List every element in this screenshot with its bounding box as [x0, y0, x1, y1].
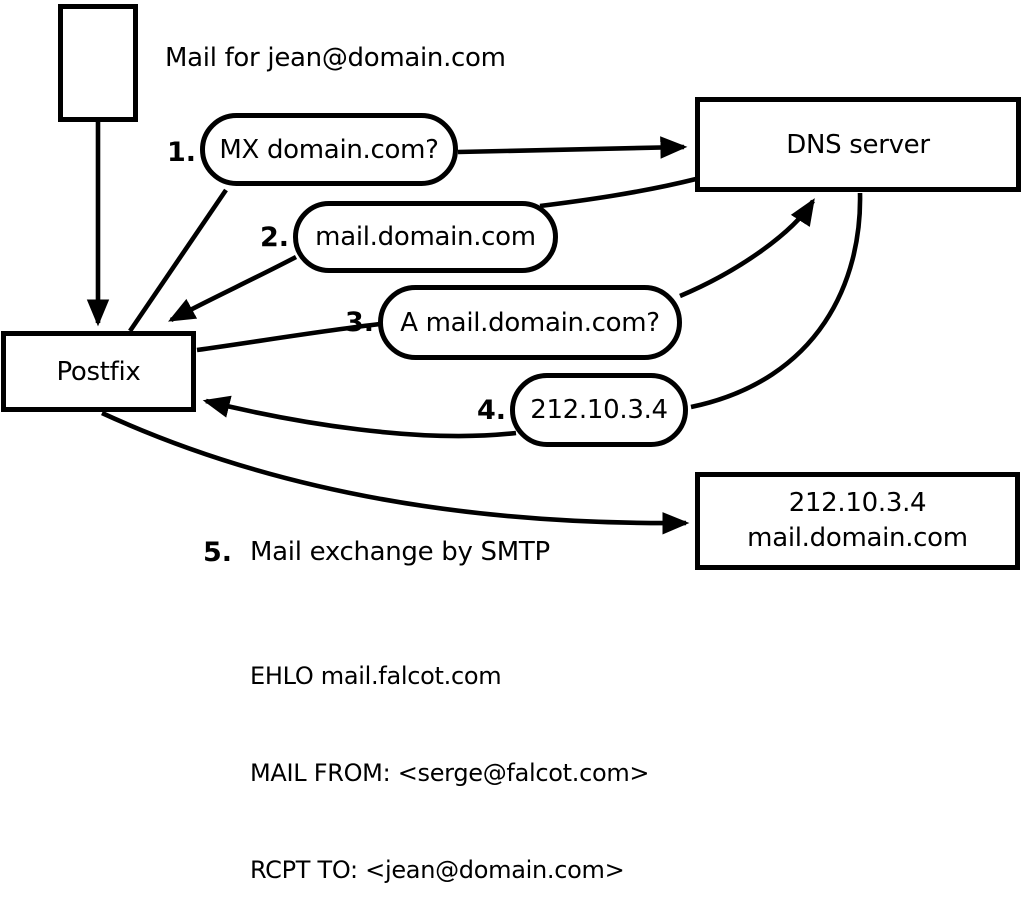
step-1-label: MX domain.com?: [219, 134, 439, 165]
arrow-mx-query-to-dns: [457, 136, 688, 159]
edge-postfix-to-mx-query: [128, 188, 228, 333]
step-5-label: Mail exchange by SMTP: [250, 537, 550, 567]
dns-server-node: DNS server: [695, 97, 1021, 192]
mail-server-node: 212.10.3.4 mail.domain.com: [695, 472, 1020, 570]
postfix-node: Postfix: [1, 331, 196, 412]
message-box: [58, 4, 138, 122]
postfix-label: Postfix: [56, 356, 141, 387]
step-1-number: 1.: [166, 137, 196, 168]
step-3-label: A mail.domain.com?: [400, 307, 660, 338]
edge-dns-to-mx-answer: [539, 176, 697, 209]
mail-server-ip: 212.10.3.4: [788, 488, 927, 518]
step-2-mx-answer-pill: mail.domain.com: [293, 201, 558, 273]
mail-server-hostname: mail.domain.com: [747, 523, 968, 553]
step-2-label: mail.domain.com: [315, 222, 536, 252]
arrow-postfix-to-mailserver: [101, 410, 690, 535]
smtp-line-ehlo: EHLO mail.falcot.com: [250, 661, 502, 690]
step-4-a-answer-pill: 212.10.3.4: [510, 373, 688, 447]
edge-postfix-to-a-query: [196, 321, 381, 353]
diagram-title: Mail for jean@domain.com: [165, 43, 506, 73]
arrow-a-query-to-dns: [679, 198, 815, 299]
smtp-line-rcpt-to: RCPT TO: <jean@domain.com>: [250, 856, 625, 885]
arrow-mx-answer-to-postfix: [168, 254, 298, 323]
step-3-number: 3.: [344, 307, 374, 338]
step-2-number: 2.: [259, 222, 289, 253]
dns-server-label: DNS server: [786, 129, 930, 160]
step-5-number: 5.: [202, 537, 232, 568]
step-3-a-query-pill: A mail.domain.com?: [378, 285, 682, 360]
smtp-line-mail-from: MAIL FROM: <serge@falcot.com>: [250, 759, 650, 788]
edge-dns-to-a-answer: [690, 192, 863, 410]
step-4-number: 4.: [476, 395, 506, 426]
smtp-session-transcript: EHLO mail.falcot.com MAIL FROM: <serge@f…: [250, 595, 650, 919]
step-4-label: 212.10.3.4: [530, 395, 668, 425]
arrow-a-answer-to-postfix: [202, 395, 517, 439]
step-1-mx-query-pill: MX domain.com?: [200, 113, 458, 186]
